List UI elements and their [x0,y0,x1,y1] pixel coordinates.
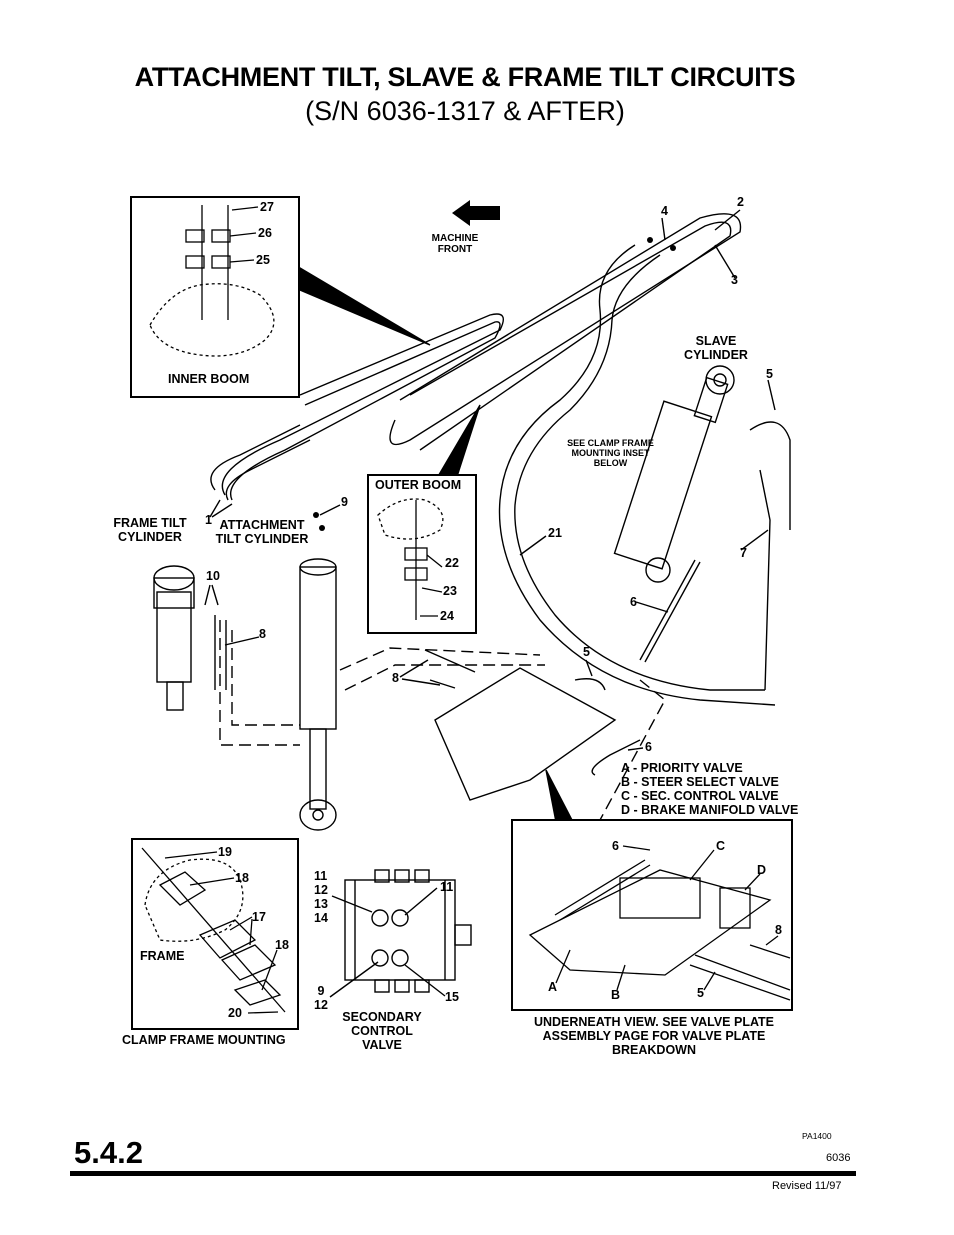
callout-14: 14 [314,911,328,925]
callout-5: 5 [697,986,704,1000]
model-number: 6036 [826,1152,851,1164]
callout-8: 8 [392,671,399,685]
callout-6: 6 [630,595,637,609]
callout-8: 8 [775,923,782,937]
callout-20: 20 [228,1006,242,1020]
secondary-control-valve-label: SECONDARY CONTROL VALVE [342,1010,422,1052]
callout-3: 3 [731,273,738,287]
legend-item: C - SEC. CONTROL VALVE [621,789,779,803]
callout-B: B [611,988,621,1002]
slave-cylinder-label: SLAVE CYLINDER [684,334,748,362]
callout-13: 13 [314,897,328,911]
section-number: 5.4.2 [74,1135,143,1170]
callout-12: 12 [314,998,328,1012]
callout-1: 1 [205,513,212,527]
revision-date: Revised 11/97 [772,1180,842,1192]
outer-boom-inset [367,474,477,634]
callout-27: 27 [260,200,274,214]
see-clamp-note: SEE CLAMP FRAME MOUNTING INSET BELOW [567,438,654,468]
valve-legend: A - PRIORITY VALVE B - STEER SELECT VALV… [621,761,798,817]
callout-10: 10 [206,569,220,583]
callout-15: 15 [445,990,459,1004]
callout-24: 24 [440,609,454,623]
callout-18: 18 [275,938,289,952]
callout-23: 23 [443,584,457,598]
callout-17: 17 [252,910,266,924]
callout-5: 5 [583,645,590,659]
callout-18: 18 [235,871,249,885]
legend-item: D - BRAKE MANIFOLD VALVE [621,803,799,817]
legend-item: B - STEER SELECT VALVE [621,775,779,789]
clamp-frame-mounting-label: CLAMP FRAME MOUNTING [122,1033,286,1047]
callout-8: 8 [259,627,266,641]
callout-9: 9 [341,495,348,509]
callout-19: 19 [218,845,232,859]
frame-label: FRAME [140,949,185,963]
callout-11: 11 [314,869,328,883]
legend-item: A - PRIORITY VALVE [621,761,743,775]
attachment-tilt-cylinder-label: ATTACHMENT TILT CYLINDER [215,518,309,546]
drawing-code: PA1400 [802,1131,832,1141]
callout-6: 6 [645,740,652,754]
callout-26: 26 [258,226,272,240]
footer-rule [70,1171,856,1176]
callout-C: C [716,839,726,853]
callout-5: 5 [766,367,773,381]
valve-callouts-bottom: 9 12 [314,984,328,1012]
callout-7: 7 [740,546,747,560]
page-title: ATTACHMENT TILT, SLAVE & FRAME TILT CIRC… [134,62,796,92]
frame-tilt-cylinder-label: FRAME TILT CYLINDER [113,516,187,544]
callout-D: D [757,863,767,877]
callout-4: 4 [661,204,668,218]
callout-2: 2 [737,195,744,209]
outer-boom-label: OUTER BOOM [375,478,462,492]
callout-25: 25 [256,253,270,267]
callout-11: 11 [440,880,454,894]
underneath-view-note: UNDERNEATH VIEW. SEE VALVE PLATE ASSEMBL… [533,1015,775,1057]
page-subtitle: (S/N 6036-1317 & AFTER) [305,96,625,126]
callout-9: 9 [317,984,325,998]
inner-boom-label: INNER BOOM [168,372,250,386]
callout-A: A [548,980,558,994]
callout-21: 21 [548,526,562,540]
machine-front-label: MACHINE FRONT [431,233,479,255]
callout-22: 22 [445,556,459,570]
callout-12: 12 [314,883,328,897]
callout-6: 6 [612,839,619,853]
valve-callouts-left: 11 12 13 14 [314,869,328,925]
